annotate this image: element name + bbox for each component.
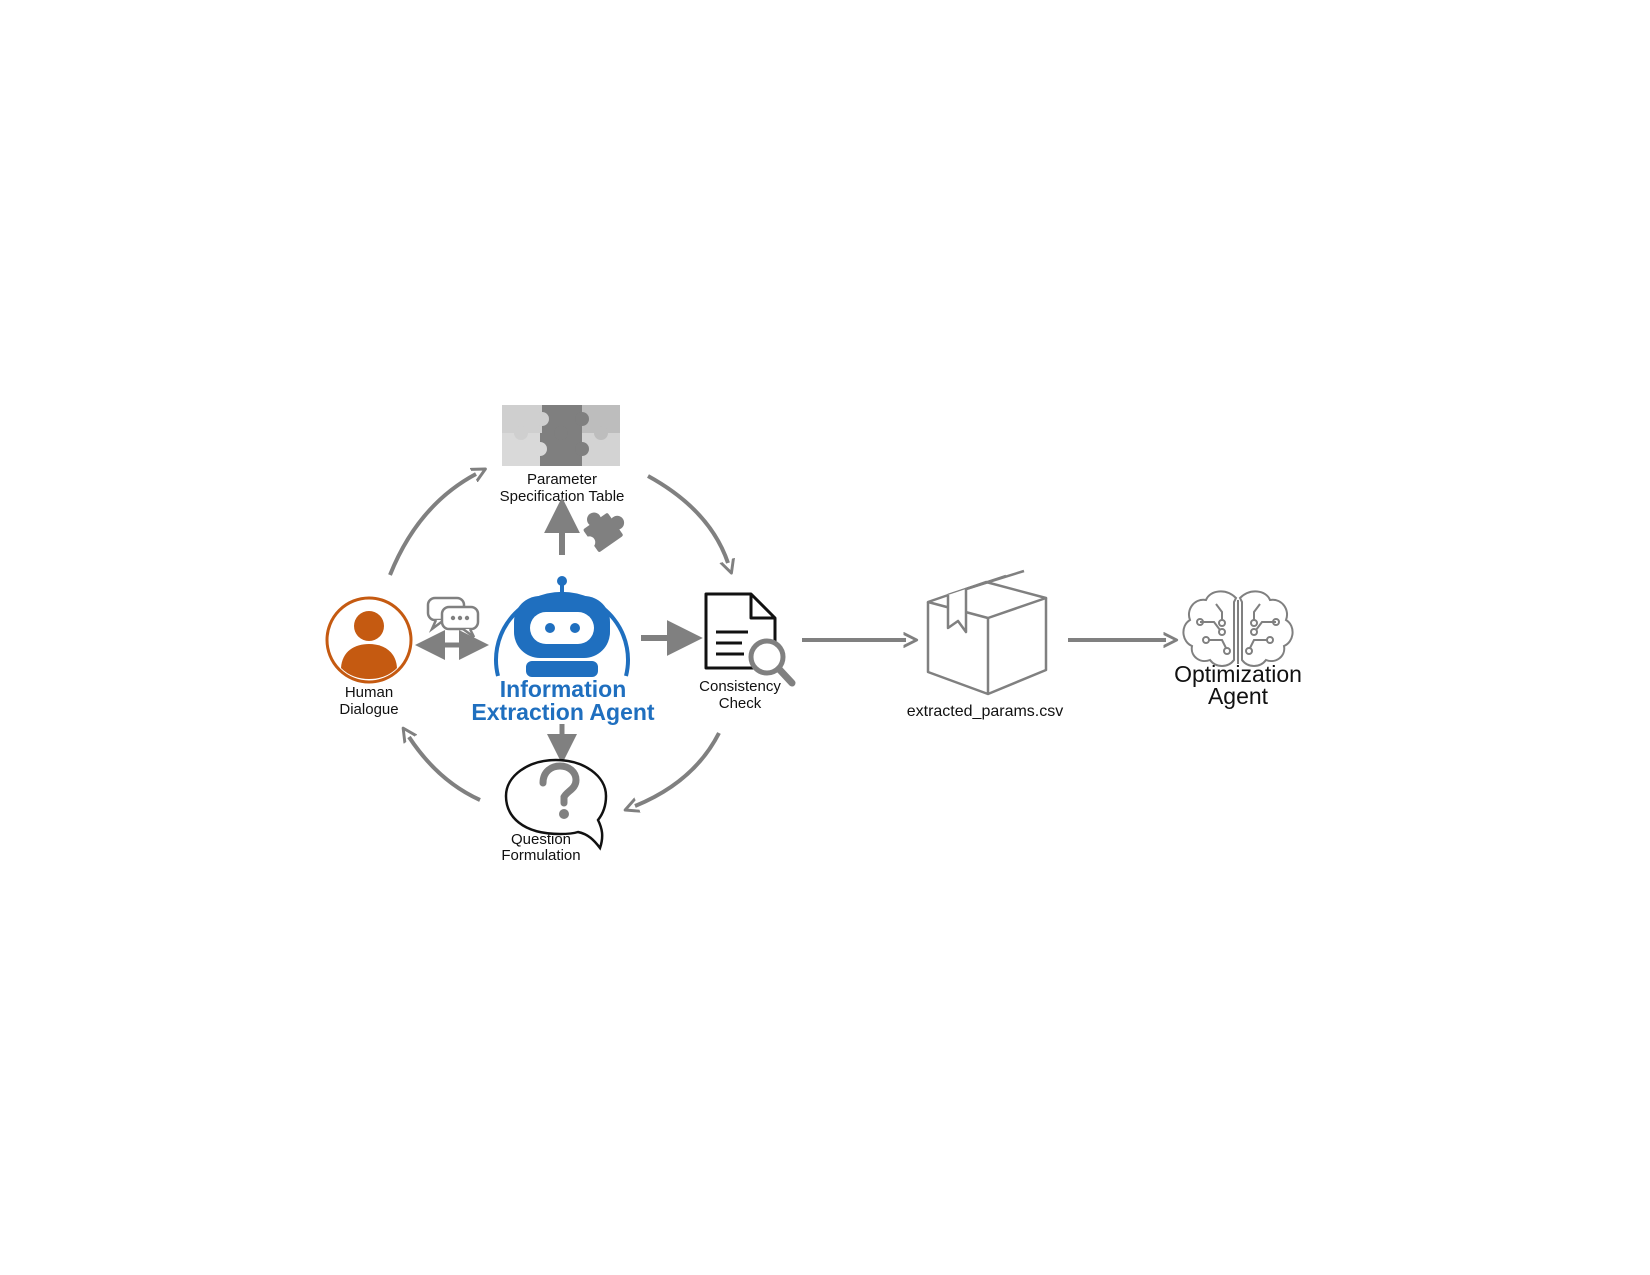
question-label-2: Formulation	[501, 847, 580, 864]
puzzle-icon	[502, 405, 620, 466]
parameter-table-label-2: Specification Table	[500, 488, 625, 505]
optimization-label-2: Agent	[1208, 683, 1269, 709]
parameter-table-label-1: Parameter	[527, 471, 597, 488]
robot-icon	[494, 576, 630, 677]
loop-arrow-question-to-human	[409, 737, 481, 802]
consistency-label-1: Consistency	[699, 678, 781, 695]
consistency-label-2: Check	[719, 695, 762, 712]
chat-bubbles-icon	[426, 596, 480, 639]
user-icon	[325, 596, 413, 684]
agent-label-1: Information	[500, 676, 627, 702]
human-label-1: Human	[345, 684, 393, 701]
box-icon	[926, 569, 1048, 696]
optimization-label-1: Optimization	[1174, 661, 1302, 687]
loop-arrow-table-to-consistency	[647, 474, 728, 563]
question-label-1: Question	[511, 831, 571, 848]
human-label-2: Dialogue	[339, 701, 398, 718]
output-file-label: extracted_params.csv	[907, 703, 1064, 720]
question-bubble-icon	[504, 758, 608, 851]
puzzle-piece-icon	[583, 512, 625, 552]
loop-arrow-consistency-to-question	[635, 732, 721, 806]
loop-arrow-human-to-table	[388, 474, 476, 576]
brain-circuit-icon	[1182, 590, 1294, 667]
agent-label-2: Extraction Agent	[471, 699, 655, 725]
document-search-icon	[704, 592, 796, 687]
